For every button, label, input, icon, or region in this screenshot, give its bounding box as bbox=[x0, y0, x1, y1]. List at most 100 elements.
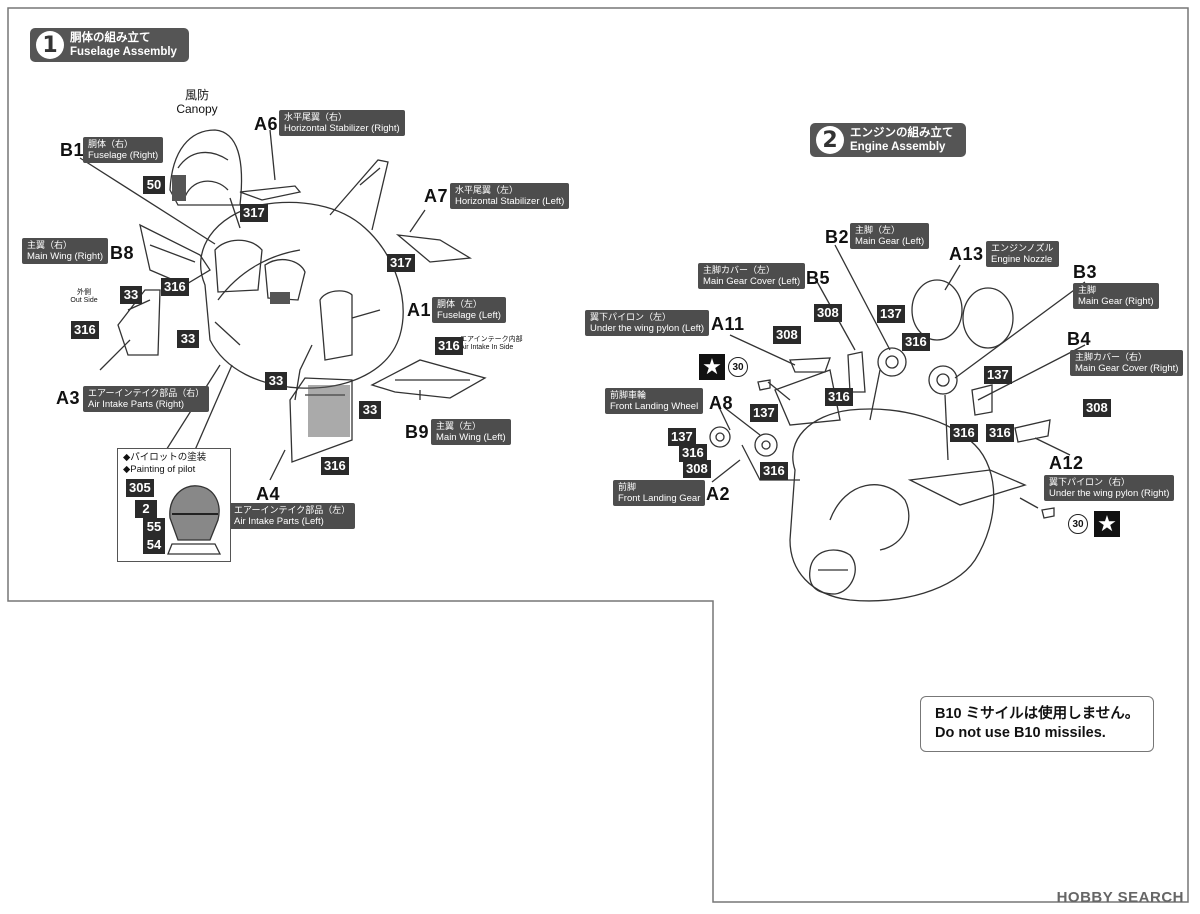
hobby-search-watermark: HOBBY SEARCH bbox=[1056, 889, 1184, 906]
a12-jp: 翼下パイロン（右） bbox=[1049, 477, 1131, 487]
part-id-a13: A13 bbox=[949, 244, 984, 264]
part-id-b4: B4 bbox=[1067, 329, 1092, 349]
b9-jp: 主翼（左） bbox=[436, 421, 482, 431]
color-50: 50 bbox=[143, 176, 165, 194]
part-label-a12: 翼下パイロン（右） Under the wing pylon (Right) bbox=[1044, 475, 1175, 501]
b2-en: Main Gear (Left) bbox=[855, 236, 925, 247]
part-id-b5: B5 bbox=[806, 268, 831, 288]
a6-jp: 水平尾翼（右） bbox=[284, 112, 348, 122]
color-137-d: 137 bbox=[668, 428, 696, 446]
color-308-a: 308 bbox=[773, 326, 801, 344]
a7-jp: 水平尾翼（左） bbox=[455, 185, 519, 195]
part-id-a2: A2 bbox=[706, 484, 731, 504]
color-316-h: 316 bbox=[986, 424, 1014, 442]
color-33-a: 33 bbox=[120, 286, 142, 304]
intake-jp: エアインテーク内部 bbox=[460, 336, 523, 343]
b8-en: Main Wing (Right) bbox=[27, 251, 104, 262]
part-id-a1: A1 bbox=[407, 300, 432, 320]
part-label-b1: 胴体（右） Fuselage (Right) bbox=[83, 137, 164, 163]
color-316-f: 316 bbox=[825, 388, 853, 406]
pilot-line-jp: ◆パイロットの塗装 bbox=[123, 452, 207, 463]
color-33-b: 33 bbox=[177, 330, 199, 348]
outside-note: 外側 Out Side bbox=[66, 289, 102, 305]
canopy-jp: 風防 bbox=[184, 88, 209, 102]
b3-en: Main Gear (Right) bbox=[1078, 296, 1154, 307]
b2-jp: 主脚（左） bbox=[855, 225, 901, 235]
part-label-a3: エアーインテイク部品（右） Air Intake Parts (Right) bbox=[83, 386, 210, 412]
b4-jp: 主脚カバー（右） bbox=[1075, 352, 1148, 362]
part-label-b8: 主翼（右） Main Wing (Right) bbox=[22, 238, 109, 264]
a11-en: Under the wing pylon (Left) bbox=[590, 323, 705, 334]
b1-en: Fuselage (Right) bbox=[88, 150, 159, 161]
intake-en: Air Intake In Side bbox=[460, 344, 514, 351]
color-316-b: 316 bbox=[71, 321, 99, 339]
a3-en: Air Intake Parts (Right) bbox=[88, 399, 185, 410]
marker-30-left: 30 bbox=[728, 357, 748, 377]
part-label-a2: 前脚 Front Landing Gear bbox=[613, 480, 706, 506]
color-305: 305 bbox=[126, 479, 154, 497]
color-317-a: 317 bbox=[240, 204, 268, 222]
step-2-title-jp: エンジンの組み立て bbox=[850, 127, 954, 139]
pilot-line-en: ◆Painting of pilot bbox=[123, 464, 196, 475]
a13-en: Engine Nozzle bbox=[991, 254, 1053, 265]
color-317-b: 317 bbox=[387, 254, 415, 272]
color-137-a: 137 bbox=[877, 305, 905, 323]
a1-en: Fuselage (Left) bbox=[437, 310, 501, 321]
color-308-c: 308 bbox=[1083, 399, 1111, 417]
color-137-c: 137 bbox=[750, 404, 778, 422]
part-label-b5: 主脚カバー（左） Main Gear Cover (Left) bbox=[698, 263, 806, 289]
a1-jp: 胴体（左） bbox=[437, 299, 483, 309]
a4-en: Air Intake Parts (Left) bbox=[234, 516, 324, 527]
a4-jp: エアーインテイク部品（左） bbox=[234, 505, 351, 515]
part-id-a11: A11 bbox=[711, 314, 745, 334]
b8-jp: 主翼（右） bbox=[27, 240, 73, 250]
part-id-b2: B2 bbox=[825, 227, 850, 247]
b5-jp: 主脚カバー（左） bbox=[703, 265, 776, 275]
part-id-b8: B8 bbox=[110, 243, 135, 263]
a7-en: Horizontal Stabilizer (Left) bbox=[455, 196, 565, 207]
a12-en: Under the wing pylon (Right) bbox=[1049, 488, 1170, 499]
missile-note: B10 ミサイルは使用しません。 Do not use B10 missiles… bbox=[920, 696, 1155, 752]
step-1-title-en: Fuselage Assembly bbox=[70, 46, 177, 58]
a6-en: Horizontal Stabilizer (Right) bbox=[284, 123, 400, 134]
b4-en: Main Gear Cover (Right) bbox=[1075, 363, 1179, 374]
step-1-title-jp: 胴体の組み立て bbox=[70, 32, 151, 44]
color-308-b: 308 bbox=[814, 304, 842, 322]
part-label-a7: 水平尾翼（左） Horizontal Stabilizer (Left) bbox=[450, 183, 570, 209]
b9-en: Main Wing (Left) bbox=[436, 432, 506, 443]
part-id-a8: A8 bbox=[709, 393, 734, 413]
color-308-d: 308 bbox=[683, 460, 711, 478]
step-2-title-en: Engine Assembly bbox=[850, 141, 946, 153]
part-id-a4: A4 bbox=[256, 484, 281, 504]
canopy-label: 風防 Canopy bbox=[172, 88, 222, 116]
part-id-a3: A3 bbox=[56, 388, 81, 408]
a8-jp: 前脚車輪 bbox=[610, 390, 647, 400]
a2-en: Front Landing Gear bbox=[618, 493, 701, 504]
color-316-d: 316 bbox=[321, 457, 349, 475]
a2-jp: 前脚 bbox=[618, 482, 637, 492]
color-33-d: 33 bbox=[359, 401, 381, 419]
color-316-e: 316 bbox=[902, 333, 930, 351]
note-en: Do not use B10 missiles. bbox=[935, 725, 1106, 741]
color-316-j: 316 bbox=[760, 462, 788, 480]
color-316-g: 316 bbox=[950, 424, 978, 442]
part-label-a6: 水平尾翼（右） Horizontal Stabilizer (Right) bbox=[279, 110, 405, 136]
step-2-header: 2 エンジンの組み立て Engine Assembly bbox=[810, 123, 966, 157]
color-2: 2 bbox=[135, 500, 157, 518]
b1-jp: 胴体（右） bbox=[88, 139, 134, 149]
color-54: 54 bbox=[143, 536, 165, 554]
a3-jp: エアーインテイク部品（右） bbox=[88, 388, 205, 398]
step-2-number: 2 bbox=[816, 126, 844, 154]
color-55: 55 bbox=[143, 518, 165, 536]
pilot-head-icon bbox=[167, 485, 222, 555]
part-id-b9: B9 bbox=[405, 422, 430, 442]
canopy-en: Canopy bbox=[176, 102, 218, 116]
b3-jp: 主脚 bbox=[1078, 285, 1097, 295]
step-1-number: 1 bbox=[36, 31, 64, 59]
part-label-b9: 主翼（左） Main Wing (Left) bbox=[431, 419, 511, 445]
a13-jp: エンジンノズル bbox=[991, 243, 1054, 253]
star-marker-left: ★ bbox=[699, 354, 725, 380]
color-33-c: 33 bbox=[265, 372, 287, 390]
color-316-i: 316 bbox=[679, 444, 707, 462]
star-marker-right: ★ bbox=[1094, 511, 1120, 537]
